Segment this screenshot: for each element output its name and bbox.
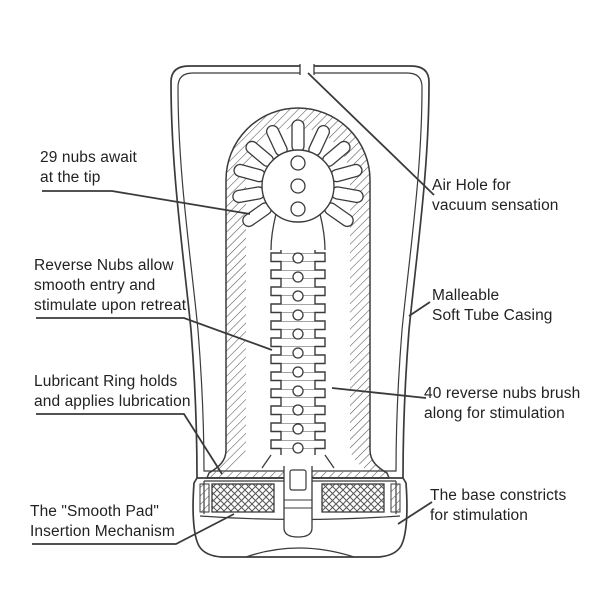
leader-lubricant-ring [36, 413, 223, 475]
leader-forty-nubs [331, 387, 427, 399]
label-base-constricts: The base constricts for stimulation [430, 487, 567, 524]
smooth-pad-block-right [321, 483, 385, 513]
base-assembly [192, 466, 408, 558]
label-smooth-pad: The "Smooth Pad" Insertion Mechanism [30, 503, 175, 540]
leader-reverse-nubs [36, 317, 273, 351]
label-reverse-nubs: Reverse Nubs allow smooth entry and stim… [34, 257, 187, 314]
label-air-hole: Air Hole for vacuum sensation [432, 177, 559, 214]
tip-nubs [232, 119, 364, 251]
leader-casing [408, 301, 431, 317]
label-lubricant-ring: Lubricant Ring holds and applies lubrica… [34, 373, 191, 410]
label-29-nubs: 29 nubs await at the tip [40, 149, 137, 186]
air-hole-marker [299, 62, 315, 75]
rib-canal [261, 250, 335, 469]
label-casing: Malleable Soft Tube Casing [432, 287, 553, 324]
leader-smooth-pad [32, 513, 235, 545]
leader-29-nubs [42, 190, 251, 215]
smooth-pad-block-left [211, 483, 275, 513]
leader-lines [32, 72, 435, 545]
sleeve-wall [205, 107, 391, 479]
label-forty-nubs: 40 reverse nubs brush along for stimulat… [424, 385, 581, 422]
leader-air-hole [307, 72, 435, 196]
leader-base-constricts [397, 501, 433, 525]
